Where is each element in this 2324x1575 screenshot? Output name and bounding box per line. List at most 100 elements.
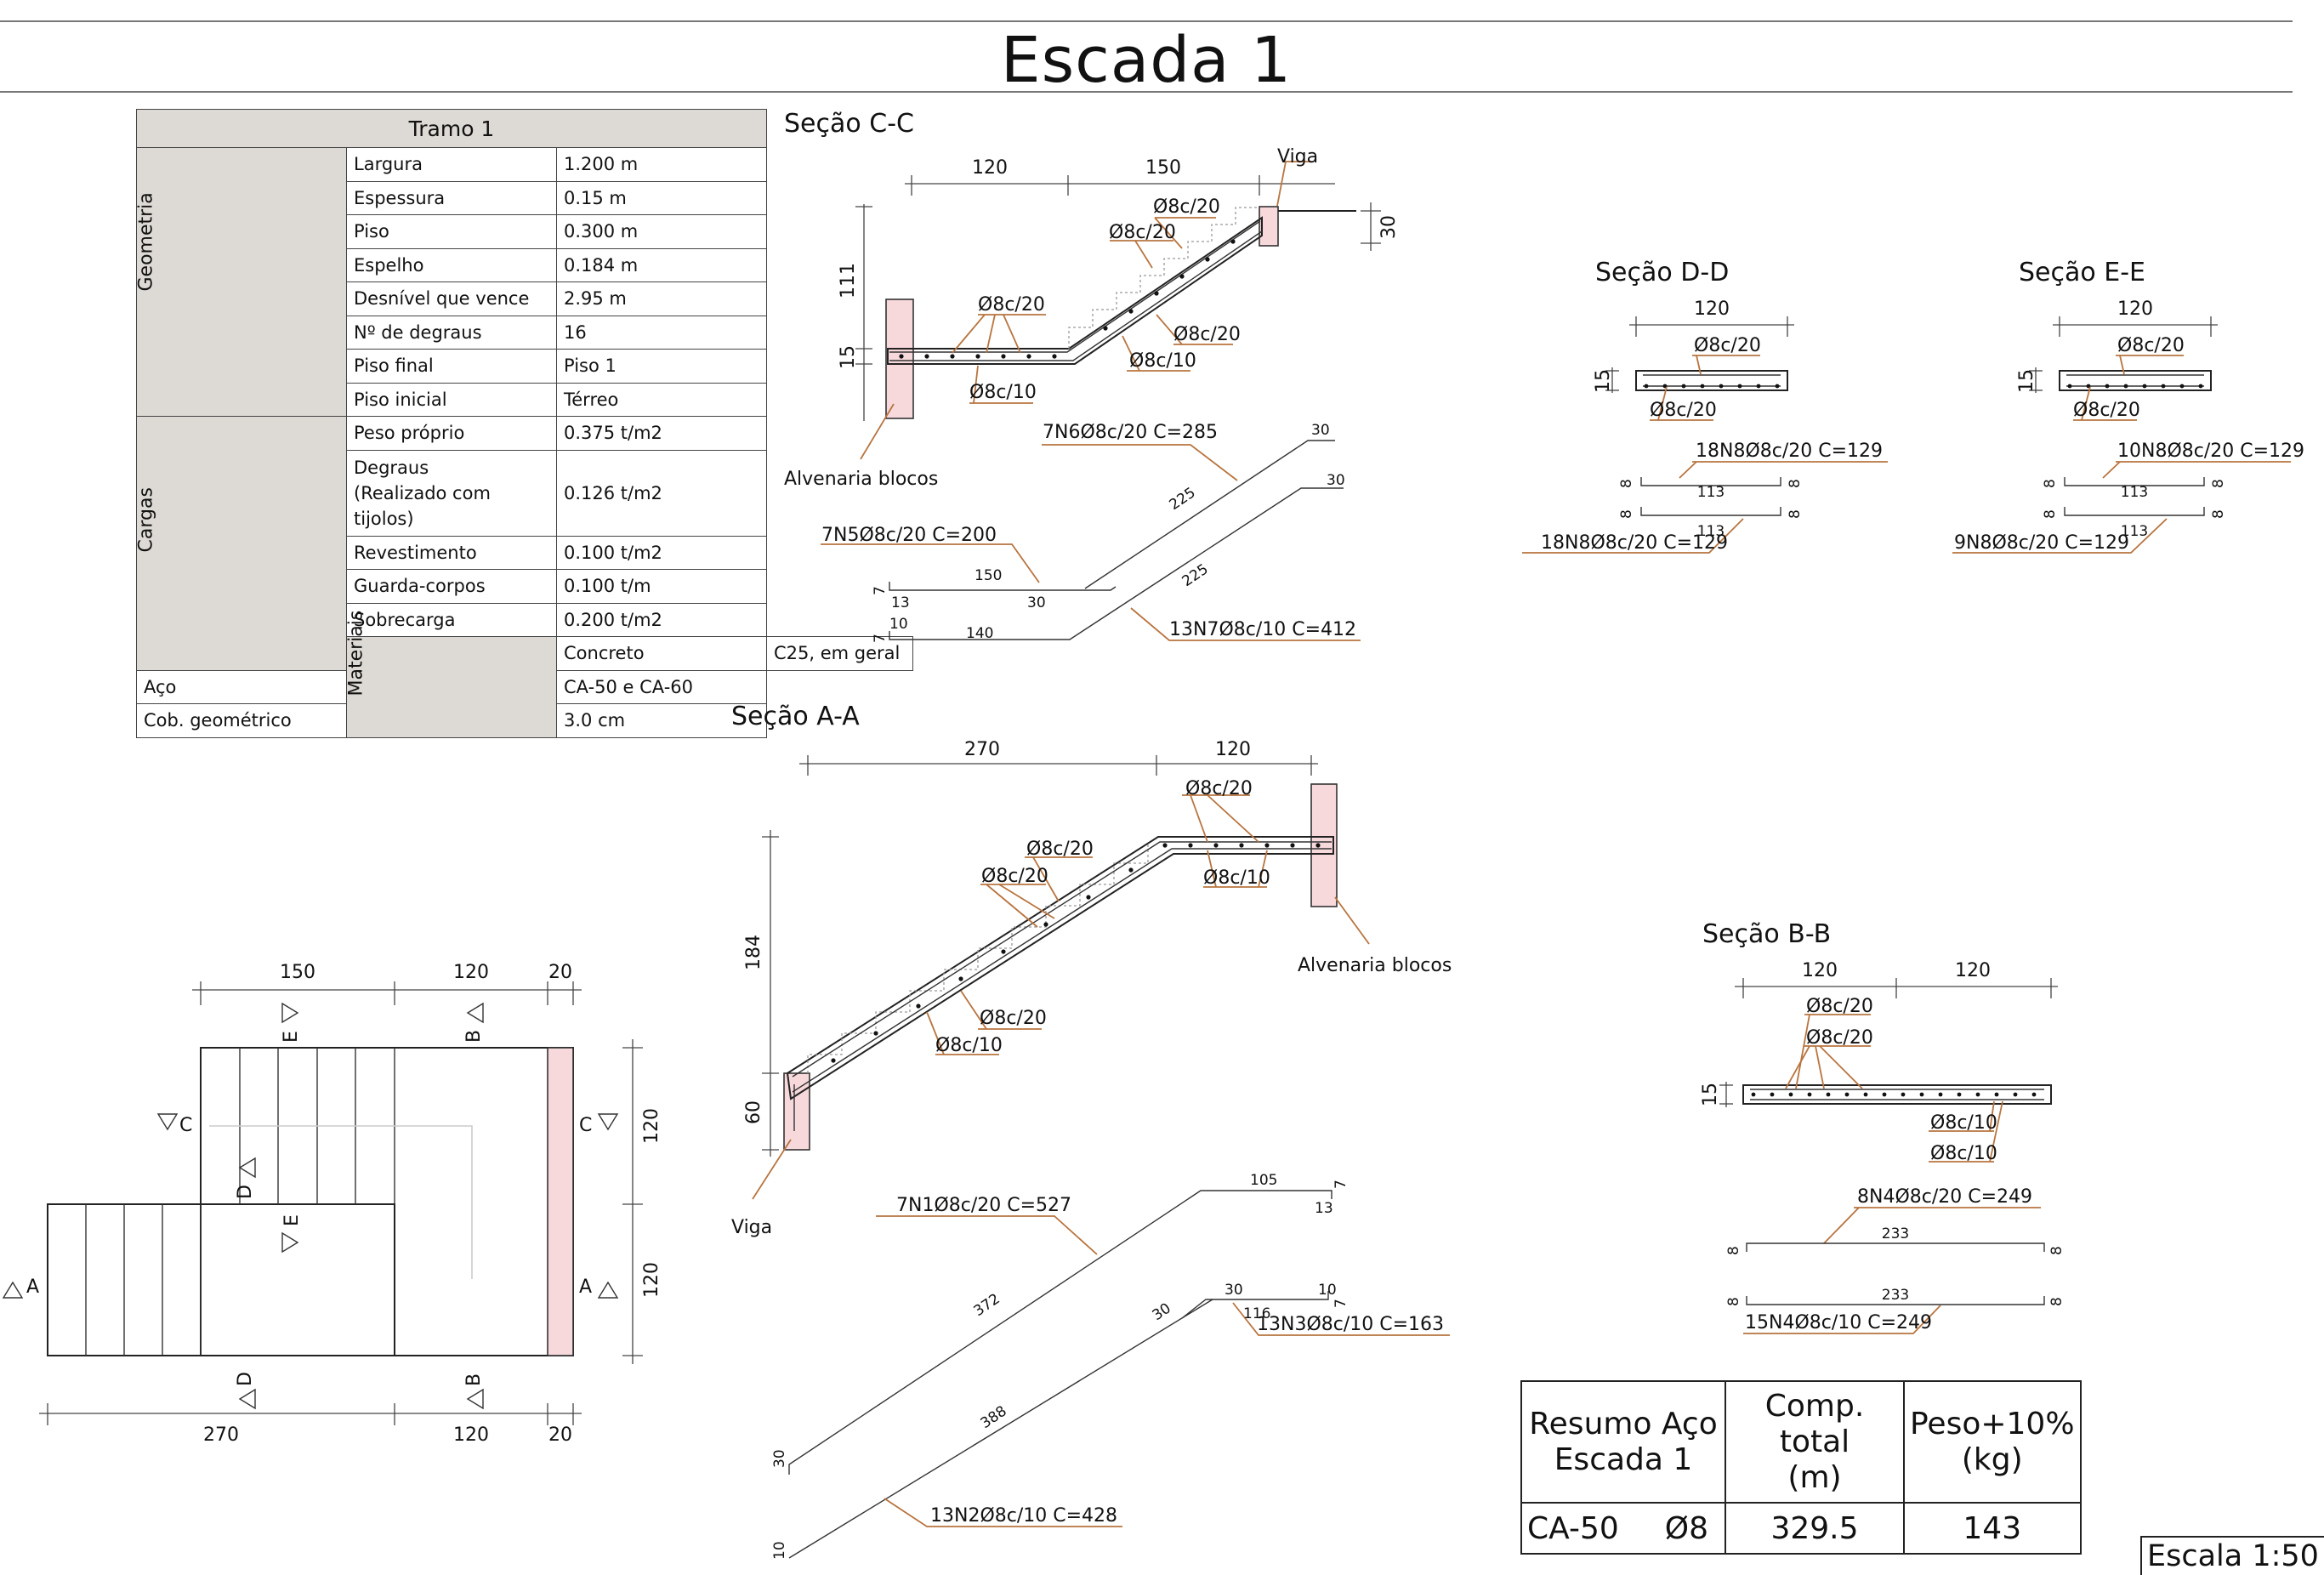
cut-marker-b-top: B	[463, 1002, 485, 1043]
plan-masonry-wall	[547, 1047, 574, 1356]
cc-n5-seg-7: 7	[872, 586, 889, 595]
dd-dots	[1644, 384, 1780, 389]
walk-line	[209, 1125, 473, 1279]
cc-beam	[1259, 206, 1279, 247]
row-value: 0.200 t/m2	[556, 602, 767, 637]
bb-bot-hook-r: 8	[2048, 1297, 2065, 1306]
section-cc: Seção C-C 120 150 111 15 30	[784, 109, 1400, 643]
ee-top-hook-r: 8	[2210, 479, 2227, 488]
cc-n7-seg-140: 140	[966, 625, 993, 642]
plan-view: 150 120 20 270 120 20 120 120 A A C C E …	[2, 962, 662, 1446]
ee-bot-hook-r: 8	[2210, 509, 2227, 519]
section-dd: Seção D-D 120 15 Ø8c/20 Ø8c/20 18N8Ø8c/2…	[1522, 258, 1888, 554]
row-label: Cob. geométrico	[136, 703, 347, 738]
cut-marker-a-left: A	[2, 1276, 39, 1299]
aa-bar-label-5: Ø8c/20	[980, 1008, 1047, 1029]
row-label: Piso inicial	[346, 382, 557, 417]
summary-diameter: Ø8	[1664, 1510, 1709, 1546]
cc-rebar-n5: 7N5Ø8c/20 C=200 150 30 13 7	[821, 525, 1117, 611]
section-ee: Seção E-E 120 15 Ø8c/20 Ø8c/20 10N8Ø8c/2…	[1952, 258, 2304, 554]
row-label: Espessura	[346, 180, 557, 215]
cc-dim-120: 120	[972, 157, 1008, 179]
aa-n1-callout: 7N1Ø8c/20 C=527	[896, 1195, 1071, 1216]
cc-n6-seg-30: 30	[1311, 422, 1330, 439]
aa-n3-seg-30b: 30	[1225, 1282, 1243, 1299]
aa-beam	[783, 1072, 810, 1151]
aa-n3-seg-7: 7	[1332, 1299, 1350, 1308]
cut-marker-d-bottom: D	[235, 1372, 256, 1410]
summary-header-3: Peso+10%(kg)	[1903, 1380, 2082, 1504]
aa-n1-seg-372: 372	[971, 1290, 1003, 1320]
cc-n6-callout: 7N6Ø8c/20 C=285	[1043, 422, 1218, 443]
cut-marker-d-mid: D	[235, 1157, 256, 1199]
plan-dim-bottom-20: 20	[548, 1424, 572, 1446]
cc-leaders	[860, 161, 1314, 460]
plan-dim-bottom-270: 270	[203, 1424, 239, 1446]
cc-rebar-dots	[899, 239, 1236, 359]
cc-dim-111: 111	[838, 263, 859, 299]
row-label: Concreto	[556, 636, 767, 671]
svg-text:B: B	[463, 1373, 485, 1386]
bb-top-hook-l: 8	[1725, 1246, 1742, 1255]
aa-n1-seg-30: 30	[771, 1449, 788, 1468]
aa-n1-seg-13: 13	[1315, 1200, 1333, 1217]
dd-bot-hook-r: 8	[1787, 509, 1804, 519]
ee-dim-15: 15	[2016, 369, 2037, 393]
row-value: 0.15 m	[556, 180, 767, 215]
section-bb: Seção B-B 120 120 15 Ø8c/20 Ø8c/20 Ø8c/1…	[1700, 919, 2065, 1334]
group-cargas: Cargas	[136, 416, 347, 671]
bb-dim-15: 15	[1700, 1083, 1721, 1106]
summary-steel: CA-50	[1527, 1510, 1619, 1546]
aa-viga-label: Viga	[731, 1217, 772, 1238]
cc-dim-lines	[855, 175, 1381, 421]
row-value: 0.184 m	[556, 247, 767, 282]
aa-leaders	[752, 794, 1370, 1200]
cc-bar-label-4: Ø8c/20	[1173, 324, 1241, 345]
aa-n2-callout: 13N2Ø8c/10 C=428	[930, 1505, 1117, 1527]
ee-dots	[2067, 384, 2203, 389]
aa-alvenaria-label: Alvenaria blocos	[1298, 955, 1452, 976]
cut-marker-e-top: E	[281, 1002, 302, 1043]
row-label: Peso próprio	[346, 416, 557, 451]
cc-n6-seg-225: 225	[1167, 484, 1199, 514]
aa-rebar-dots	[831, 843, 1321, 1063]
svg-text:D: D	[235, 1185, 256, 1199]
ee-bar-bot: Ø8c/20	[2073, 400, 2140, 421]
drawing-title: Escada 1	[1000, 24, 1293, 97]
plan-dim-top-150: 150	[280, 962, 315, 983]
summary-steel-cell: CA-50 Ø8	[1520, 1502, 1726, 1555]
dd-bot-len: 113	[1697, 523, 1725, 540]
cc-bar-label-6: Ø8c/10	[969, 382, 1037, 403]
summary-weight: 143	[1903, 1502, 2082, 1555]
svg-text:D: D	[235, 1372, 256, 1386]
cc-alvenaria-label: Alvenaria blocos	[784, 469, 938, 490]
section-bb-title: Seção B-B	[1702, 919, 1831, 949]
bb-top-len: 233	[1882, 1225, 1909, 1242]
cut-marker-c-right: C	[579, 1113, 619, 1136]
ee-dim-120: 120	[2117, 299, 2153, 320]
aa-bar-label-2: Ø8c/20	[1026, 839, 1094, 860]
svg-text:B: B	[463, 1030, 485, 1043]
ee-top-hook-l: 8	[2042, 479, 2059, 488]
aa-bar-label-1: Ø8c/20	[1185, 778, 1253, 799]
bb-label-t1: Ø8c/20	[1806, 996, 1873, 1017]
ee-slab	[2059, 370, 2212, 391]
cut-marker-b-bottom: B	[463, 1373, 485, 1410]
ee-top-callout: 10N8Ø8c/20 C=129	[2117, 441, 2304, 462]
cut-marker-a-right: A	[579, 1276, 619, 1299]
svg-text:C: C	[179, 1115, 192, 1136]
cc-bar-label-1: Ø8c/20	[1153, 196, 1220, 218]
bb-bot-callout: 15N4Ø8c/10 C=249	[1745, 1312, 1932, 1333]
bb-leaders	[1785, 1014, 2003, 1163]
row-label: Desnível que vence	[346, 281, 557, 316]
cc-n7-seg-7: 7	[872, 634, 889, 643]
aa-n3-seg-30a: 30	[1150, 1299, 1174, 1324]
bb-label-b1: Ø8c/10	[1930, 1112, 1997, 1134]
cc-bar-label-3: Ø8c/20	[978, 294, 1045, 316]
aa-slab-outline	[786, 836, 1334, 1100]
aa-dim-184: 184	[743, 935, 764, 970]
row-label: Aço	[136, 669, 347, 704]
dd-bar-bot: Ø8c/20	[1650, 400, 1717, 421]
plan-dim-top-120: 120	[453, 962, 489, 983]
